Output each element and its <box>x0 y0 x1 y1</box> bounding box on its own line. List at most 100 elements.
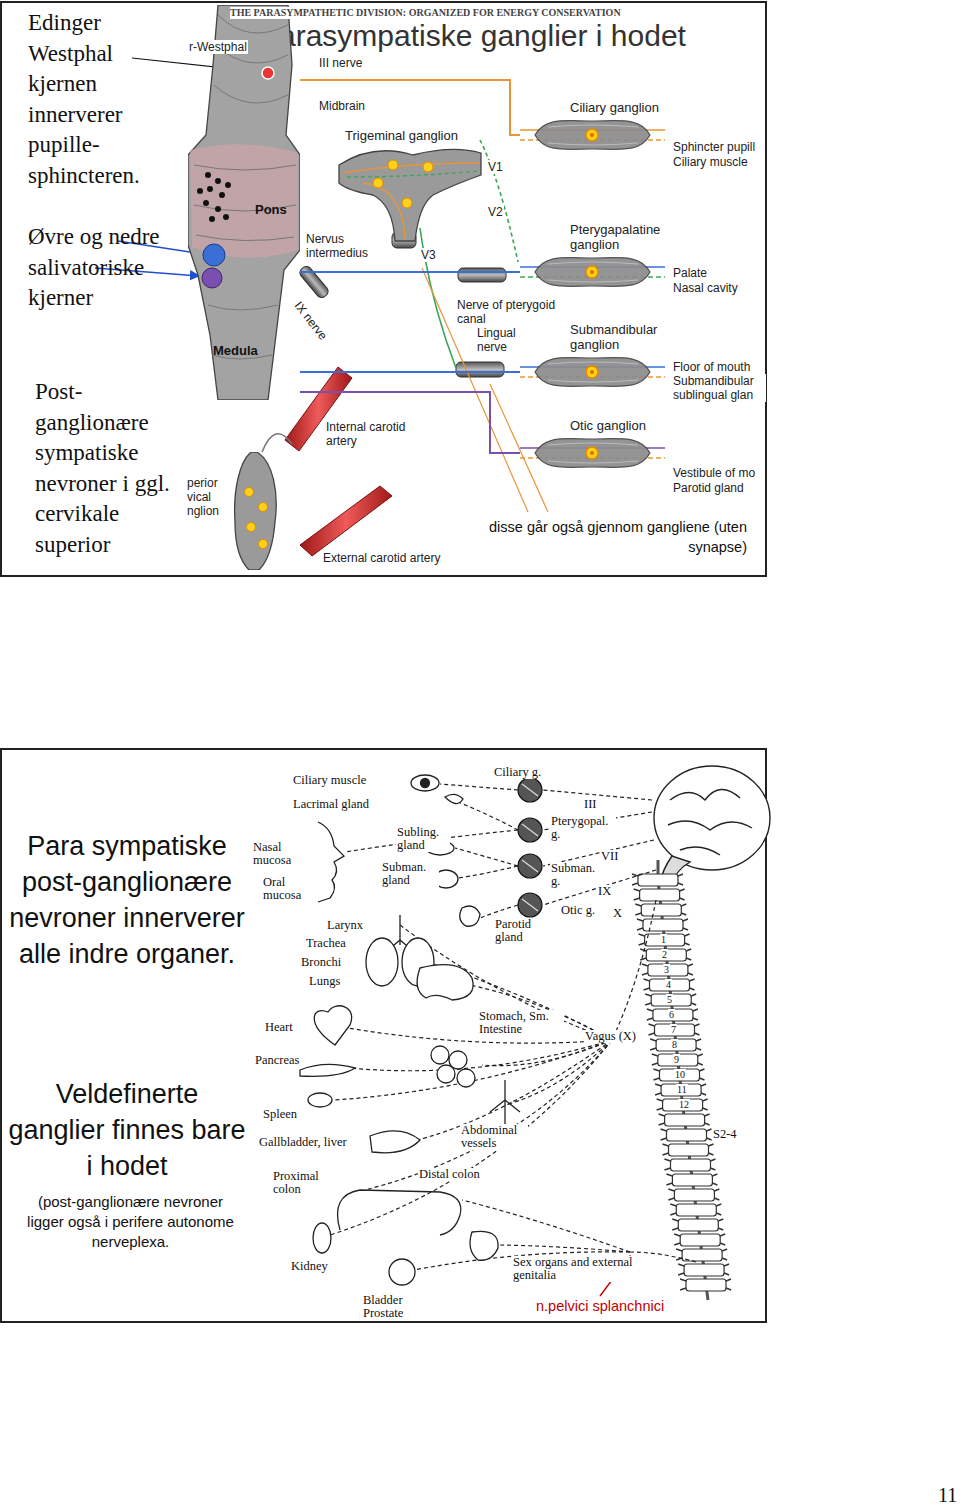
drawing-part <box>458 268 506 282</box>
part-label: V2 <box>487 205 504 219</box>
drawing-part <box>338 1190 461 1235</box>
drawing-part <box>535 121 650 150</box>
drawing-part <box>314 1006 351 1045</box>
part-label: Sphincter pupill <box>672 140 756 154</box>
drawing-part <box>366 938 398 986</box>
drawing-part <box>421 779 430 788</box>
organ-label: Parotid gland <box>494 918 546 944</box>
drawing-part <box>652 1054 703 1065</box>
drawing-part <box>543 790 652 800</box>
organ-label: Vagus (X) <box>584 1030 637 1043</box>
drawing-part <box>671 1159 711 1171</box>
region-label: Pons <box>255 202 287 217</box>
part-label: Internal carotid artery <box>325 420 407 448</box>
vertebra-number: 11 <box>676 1084 688 1095</box>
drawing-part <box>402 198 412 208</box>
drawing-part <box>668 789 752 855</box>
arteries <box>285 367 392 556</box>
drawing-part <box>188 5 300 400</box>
drawing-part <box>686 1279 726 1291</box>
spinal-column <box>632 860 731 1300</box>
drawing-part <box>654 766 770 870</box>
drawing-part <box>458 866 518 878</box>
drawing-part <box>638 874 678 886</box>
vertebra-number: 1 <box>660 934 667 945</box>
drawing-part <box>203 244 225 266</box>
organ-label: Oral mucosa <box>262 876 312 902</box>
nerve-connector <box>300 392 520 453</box>
part-label: Submandibular sublingual glan <box>672 374 766 402</box>
drawing-part <box>300 1064 355 1076</box>
ganglion-shape <box>520 115 665 155</box>
drawing-part <box>634 889 685 900</box>
trigeminal-shape <box>333 143 483 243</box>
drawing-part <box>1 2 766 576</box>
drawing-part <box>500 1245 630 1252</box>
brainstem: PonsMedula <box>188 5 300 400</box>
drawing-part <box>197 172 231 222</box>
part-label: Floor of mouth <box>672 360 751 374</box>
ganglion-label: Otic ganglion <box>570 418 665 433</box>
ganglion-label: Submandibular ganglion <box>570 322 665 352</box>
drawing-part <box>460 906 480 926</box>
drawing-part <box>445 794 463 803</box>
drawing-part <box>215 206 221 212</box>
drawing-part <box>635 904 686 915</box>
drawing-part <box>586 366 598 378</box>
drawing-part <box>1 749 766 1322</box>
organ-label: Distal colon <box>418 1168 481 1181</box>
drawing-part <box>655 1024 695 1036</box>
drawing-part <box>535 358 650 387</box>
drawing-part <box>586 266 598 278</box>
drawing-part <box>648 964 688 976</box>
vertebra-number: 9 <box>673 1054 680 1065</box>
nerve-connector <box>300 80 520 135</box>
drawing-part <box>417 965 473 1000</box>
drawing-part <box>655 1084 706 1095</box>
drawing-part <box>335 1040 612 1100</box>
drawing-part <box>505 1040 612 1105</box>
organ-label: Lungs <box>308 975 341 988</box>
organ-label: Otic g. <box>560 904 596 917</box>
drawing-part <box>339 149 481 241</box>
drawing-part <box>586 447 598 459</box>
drawing-part <box>343 163 479 239</box>
drawing-part <box>223 214 229 220</box>
drawing-part <box>680 1234 720 1246</box>
nerve-lines <box>262 140 518 452</box>
drawing-part <box>370 1131 420 1153</box>
part-label: Nerve of pterygoid canal <box>456 298 558 326</box>
part-label: Nasal cavity <box>672 281 739 295</box>
brain-outline <box>654 766 770 884</box>
drawing-part <box>225 182 231 188</box>
drawing-part <box>663 1144 714 1155</box>
organ-label: Gallbladder, liver <box>258 1136 348 1149</box>
drawing-part <box>630 1252 696 1262</box>
drawing-part <box>637 919 688 930</box>
drawing-part <box>298 264 330 299</box>
drawing-part <box>590 133 594 137</box>
drawing-part <box>669 1144 709 1156</box>
drawing-part <box>650 1039 701 1050</box>
drawing-part <box>645 994 696 1005</box>
ganglion-shape <box>520 252 665 292</box>
part-label: r-Westphal <box>188 40 248 54</box>
organ-label: Subman. g. <box>550 862 602 888</box>
organ-label: Ciliary muscle <box>292 774 367 787</box>
vertebra-number: 5 <box>666 994 673 1005</box>
organ-label: Sex organs and external genitalia <box>512 1256 636 1282</box>
drawing-part <box>661 1129 712 1140</box>
organ-label: Trachea <box>305 937 347 950</box>
organ-label: VII <box>600 850 619 863</box>
drawing-part <box>659 1114 710 1125</box>
organ-label: S2-4 <box>712 1128 738 1141</box>
drawing-part <box>670 1204 721 1215</box>
vertebra-number: 10 <box>674 1069 686 1080</box>
ganglion-node: Trigeminal ganglion <box>333 128 483 243</box>
drawing-part <box>590 270 594 274</box>
organ-label: Subman. gland <box>381 861 439 887</box>
drawing-part <box>667 1129 707 1141</box>
drawing-part <box>674 1189 714 1201</box>
part-label: Parotid gland <box>672 481 745 495</box>
drawing-part <box>330 1040 612 1235</box>
